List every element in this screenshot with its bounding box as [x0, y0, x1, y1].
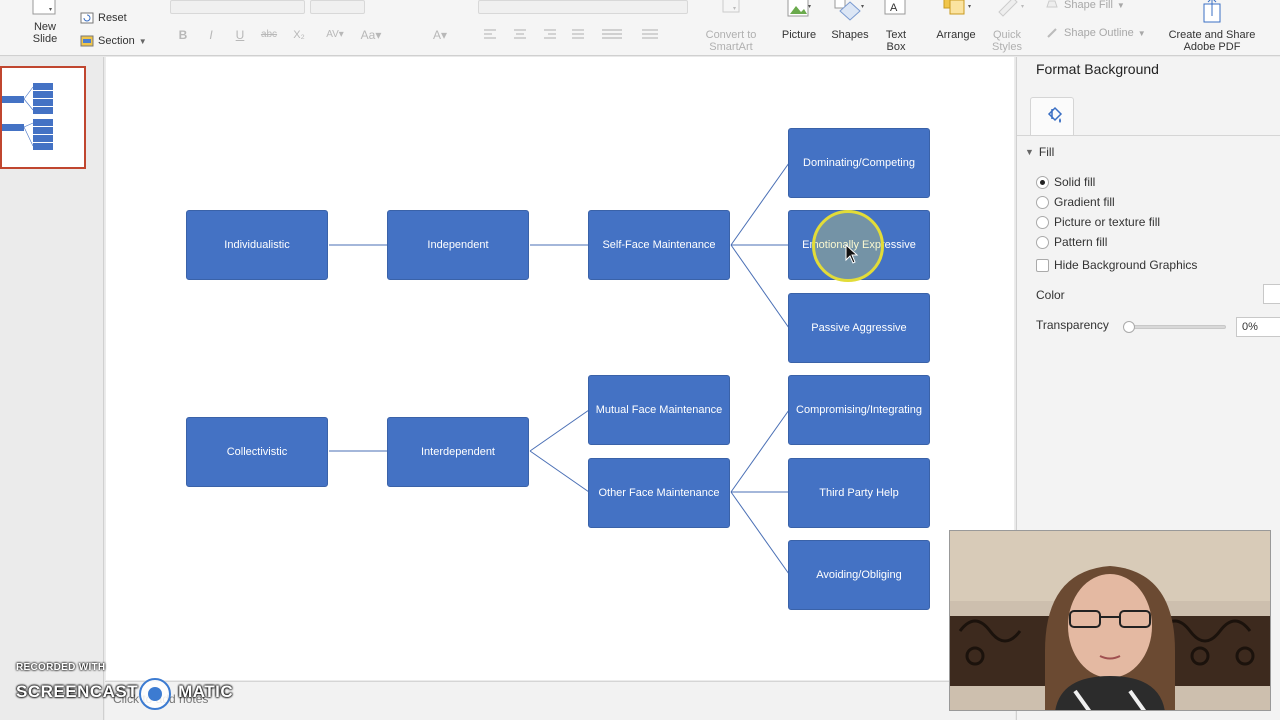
fill-section-header[interactable]: ▼ Fill	[1025, 145, 1055, 159]
create-share-pdf-button[interactable]: Create and Share Adobe PDF	[1164, 0, 1260, 53]
transparency-slider-track[interactable]	[1129, 325, 1226, 329]
node-passive-aggressive[interactable]: Passive Aggressive	[788, 293, 930, 363]
convert-smartart-button[interactable]: Convert to SmartArt	[700, 0, 762, 53]
connector-lines	[329, 162, 790, 575]
watermark-recorded-with: RECORDED WITH	[16, 662, 106, 673]
node-third-party-help[interactable]: Third Party Help	[788, 458, 930, 528]
node-independent[interactable]: Independent	[387, 210, 529, 280]
color-picker-button[interactable]	[1263, 284, 1280, 304]
slide-thumbnail-pane	[0, 57, 104, 720]
node-other-face-maintenance[interactable]: Other Face Maintenance	[588, 458, 730, 528]
color-label: Color	[1036, 288, 1065, 302]
radio-button[interactable]	[1036, 235, 1049, 249]
picture-button[interactable]: Picture	[776, 0, 822, 41]
radio-pattern-fill[interactable]: Pattern fill	[1036, 235, 1107, 249]
font-color-icon[interactable]: A▾	[432, 28, 448, 42]
text-box-button[interactable]: A Text Box	[878, 0, 914, 53]
tab-divider	[1017, 135, 1280, 136]
new-slide-icon	[32, 0, 56, 15]
italic-icon[interactable]: I	[209, 28, 213, 42]
slide-thumbnail-1[interactable]	[0, 66, 86, 169]
new-slide-button[interactable]: New Slide	[22, 0, 68, 45]
strikethrough-icon[interactable]: abc	[260, 29, 278, 40]
node-compromising-integrating[interactable]: Compromising/Integrating	[788, 375, 930, 445]
checkbox[interactable]	[1036, 258, 1049, 272]
slide-thumbnail-preview	[2, 83, 53, 150]
shape-fill-button[interactable]: Shape Fill ▼	[1046, 0, 1125, 11]
reset-icon	[80, 12, 94, 24]
node-individualistic[interactable]: Individualistic	[186, 210, 328, 280]
radio-button[interactable]	[1036, 175, 1049, 189]
node-interdependent[interactable]: Interdependent	[387, 417, 529, 487]
radio-button[interactable]	[1036, 195, 1049, 209]
font-size-box[interactable]	[310, 0, 365, 14]
transparency-input[interactable]: 0%	[1236, 317, 1280, 337]
cursor-highlight	[812, 210, 884, 282]
hide-background-graphics-checkbox[interactable]: Hide Background Graphics	[1036, 258, 1197, 272]
section-icon	[80, 35, 94, 47]
record-icon	[139, 678, 171, 710]
smartart-icon	[722, 0, 740, 13]
node-collectivistic[interactable]: Collectivistic	[186, 417, 328, 487]
reset-button[interactable]: Reset	[80, 12, 127, 24]
arrange-button[interactable]: Arrange	[932, 0, 980, 41]
svg-text:A: A	[890, 2, 898, 14]
bullets-box[interactable]	[478, 0, 688, 14]
bold-icon[interactable]: B	[178, 28, 188, 42]
slide-canvas: Individualistic Independent Self-Face Ma…	[105, 57, 1015, 720]
picture-icon	[787, 0, 811, 17]
node-dominating-competing[interactable]: Dominating/Competing	[788, 128, 930, 198]
node-mutual-face-maintenance[interactable]: Mutual Face Maintenance	[588, 375, 730, 445]
radio-button[interactable]	[1036, 215, 1049, 229]
mouse-cursor-icon	[845, 244, 859, 264]
arrange-icon	[943, 0, 971, 15]
share-pdf-icon	[1203, 0, 1221, 23]
presenter-video	[950, 531, 1270, 710]
quick-styles-button[interactable]: Quick Styles	[986, 0, 1028, 53]
slide[interactable]: Individualistic Independent Self-Face Ma…	[106, 57, 1014, 680]
quick-styles-icon	[998, 0, 1024, 17]
node-avoiding-obliging[interactable]: Avoiding/Obliging	[788, 540, 930, 610]
paragraph-align-icons	[484, 29, 658, 39]
radio-solid-fill[interactable]: Solid fill	[1036, 175, 1095, 189]
node-self-face-maintenance[interactable]: Self-Face Maintenance	[588, 210, 730, 280]
shape-outline-button[interactable]: Shape Outline ▼	[1046, 27, 1146, 39]
pane-title: Format Background	[1036, 61, 1159, 77]
underline-icon[interactable]: U	[235, 28, 245, 42]
radio-picture-texture-fill[interactable]: Picture or texture fill	[1036, 215, 1160, 229]
paint-bucket-icon	[1047, 106, 1063, 123]
text-box-icon: A	[884, 0, 906, 15]
webcam-overlay	[949, 530, 1271, 711]
shape-fill-icon	[1046, 0, 1058, 8]
transparency-label: Transparency	[1036, 318, 1109, 332]
radio-gradient-fill[interactable]: Gradient fill	[1036, 195, 1115, 209]
chevron-down-icon: ▼	[1137, 28, 1146, 38]
chevron-down-icon: ▼	[138, 36, 147, 46]
section-button[interactable]: Section ▼	[80, 35, 147, 47]
font-name-box[interactable]	[170, 0, 305, 14]
change-case-icon[interactable]: Aa▾	[360, 28, 382, 42]
chevron-down-icon: ▼	[1116, 0, 1125, 10]
triangle-down-icon: ▼	[1025, 147, 1034, 157]
fill-tab[interactable]	[1030, 97, 1074, 135]
ribbon: New Slide Reset Section ▼ B I U abc X₂ A…	[0, 0, 1280, 56]
shape-outline-icon	[1047, 28, 1057, 38]
transparency-slider-thumb[interactable]	[1123, 321, 1135, 333]
shapes-button[interactable]: Shapes	[828, 0, 872, 41]
notes-area[interactable]: Click to add notes	[105, 681, 1015, 720]
shapes-icon	[834, 0, 864, 21]
subscript-icon[interactable]: X₂	[293, 29, 305, 41]
character-spacing-icon[interactable]: AV▾	[326, 29, 344, 40]
